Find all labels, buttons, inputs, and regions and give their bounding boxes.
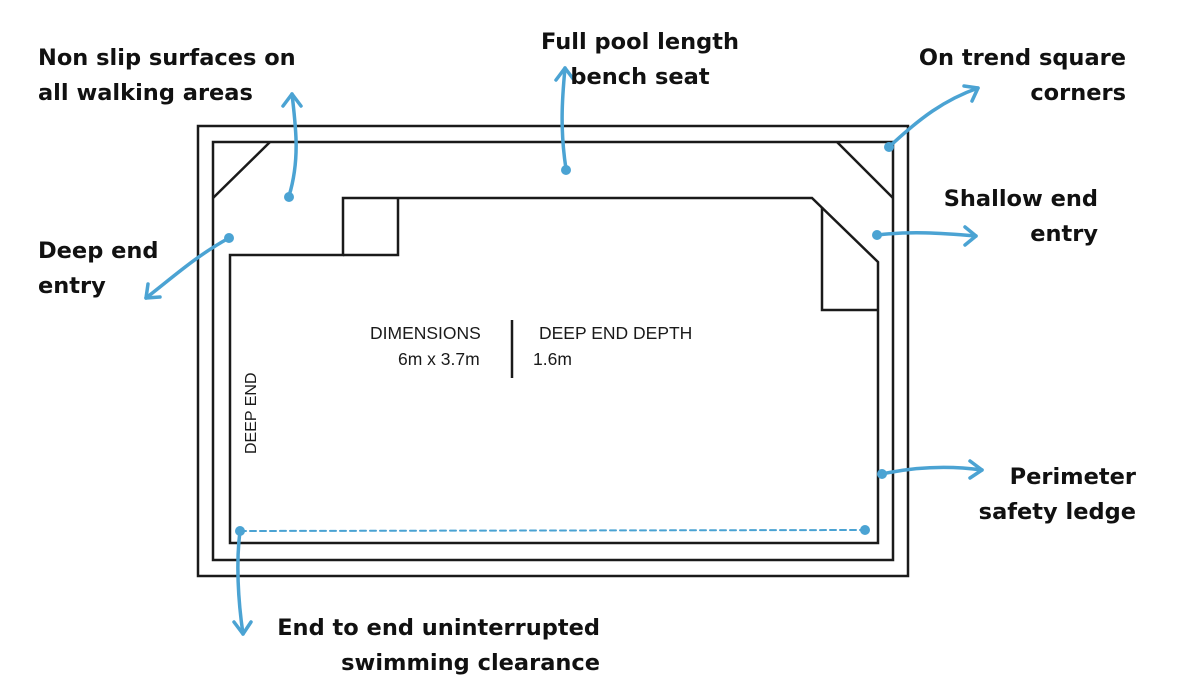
callout-clearance: End to end uninterrupted swimming cleara… <box>258 611 600 681</box>
dimensions-label: DIMENSIONS <box>370 323 481 343</box>
callout-bench-seat-line-2: bench seat <box>570 64 710 90</box>
callout-bench-seat-line-1: Full pool length <box>541 29 739 55</box>
dot-non-slip <box>284 192 294 202</box>
dot-deep-entry <box>224 233 234 243</box>
arrow-shallow-entry-head <box>963 225 978 247</box>
arrow-bench-seat-head <box>554 66 576 82</box>
callout-shallow-entry-line-2: entry <box>1030 221 1098 247</box>
dot-safety-ledge <box>877 469 887 479</box>
callout-deep-entry-line-2: entry <box>38 273 106 299</box>
callout-non-slip: Non slip surfaces on all walking areas <box>38 41 296 111</box>
arrow-clearance <box>236 529 245 636</box>
corner-diagonal-right <box>836 141 894 199</box>
corner-diagonal-left <box>212 141 271 199</box>
callout-square-corners: On trend square corners <box>890 41 1126 111</box>
dot-bench-seat <box>561 165 571 175</box>
dot-shallow-entry <box>872 230 882 240</box>
callout-bench-seat: Full pool length bench seat <box>520 25 760 95</box>
arrow-square-corners <box>887 86 980 149</box>
bench-seat-edge <box>228 196 880 545</box>
pool-outer-edge <box>196 124 910 578</box>
callout-safety-ledge: Perimeter safety ledge <box>960 460 1136 530</box>
callout-shallow-entry: Shallow end entry <box>920 182 1098 252</box>
clearance-dashed-line <box>239 529 866 532</box>
arrow-clearance-head <box>232 620 253 636</box>
depth-label: DEEP END DEPTH <box>539 323 693 343</box>
arrow-non-slip <box>287 92 298 198</box>
callout-square-corners-line-2: corners <box>1030 80 1126 106</box>
callout-non-slip-line-1: Non slip surfaces on <box>38 45 296 71</box>
callout-clearance-line-1: End to end uninterrupted <box>277 615 600 641</box>
callout-deep-entry: Deep end entry <box>38 234 159 304</box>
callout-square-corners-line-1: On trend square <box>918 45 1126 71</box>
dimensions-value: 6m x 3.7m <box>398 349 480 369</box>
shallow-end-steps <box>820 207 878 312</box>
callout-safety-ledge-line-2: safety ledge <box>978 499 1136 525</box>
dot-clearance-end <box>860 525 870 535</box>
dot-clearance-start <box>235 526 245 536</box>
arrow-shallow-entry <box>876 231 978 238</box>
arrow-bench-seat <box>560 66 568 171</box>
arrow-deep-entry-head <box>144 282 162 300</box>
arrow-safety-ledge <box>880 465 984 476</box>
dot-square-corners <box>884 142 894 152</box>
depth-value: 1.6m <box>533 349 572 369</box>
perimeter-ledge-line <box>211 140 895 562</box>
callout-deep-entry-line-1: Deep end <box>38 238 159 264</box>
callout-safety-ledge-line-1: Perimeter <box>1009 464 1136 490</box>
arrow-deep-entry <box>144 236 231 300</box>
callout-non-slip-line-2: all walking areas <box>38 80 253 106</box>
callout-shallow-entry-line-1: Shallow end <box>943 186 1098 212</box>
arrow-non-slip-head <box>281 92 303 108</box>
deep-end-step <box>343 198 400 257</box>
arrow-safety-ledge-head <box>968 459 984 480</box>
deep-end-label: DEEP END <box>243 372 260 454</box>
arrow-square-corners-head <box>962 84 980 103</box>
callout-clearance-line-2: swimming clearance <box>341 650 600 676</box>
